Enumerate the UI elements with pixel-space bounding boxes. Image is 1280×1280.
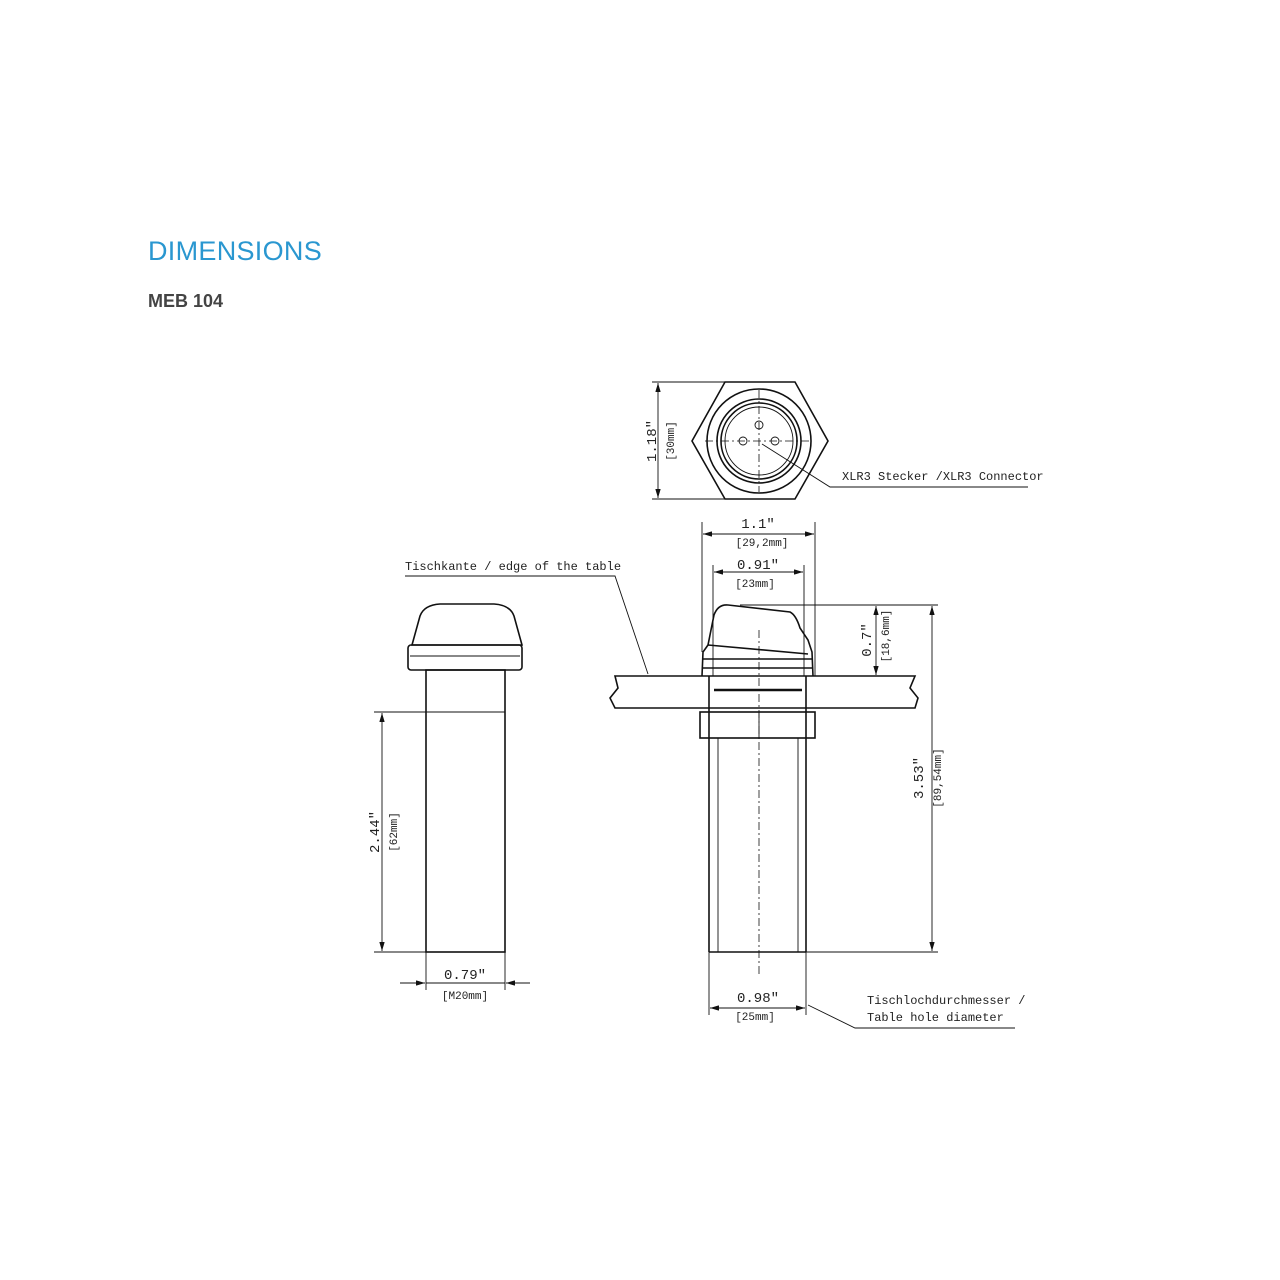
hole-in: 0.98" — [737, 991, 779, 1007]
side-view: 2.44" [62mm] 0.79" [M20mm] — [368, 603, 530, 1003]
top-view: 1.18" [30mm] XLR3 Stecker /XLR3 Connecto… — [645, 381, 1044, 500]
connector-label: XLR3 Stecker /XLR3 Connector — [842, 470, 1044, 484]
top-height-mm: [30mm] — [666, 421, 678, 461]
hole-label-line2: Table hole diameter — [867, 1011, 1004, 1025]
hole-mm: [25mm] — [735, 1012, 775, 1024]
table-edge-label: Tischkante / edge of the table — [405, 560, 621, 574]
inner-width-in: 0.91" — [737, 558, 779, 574]
mounted-view: 1.1" [29,2mm] 0.91" [23mm] 0.7" [18,6mm]… — [405, 517, 1025, 1029]
body-length-in: 2.44" — [368, 811, 384, 853]
thread-in: 0.79" — [444, 968, 486, 984]
total-length-mm: [89,54mm] — [933, 748, 945, 807]
model-name: MEB 104 — [148, 291, 224, 311]
total-length-in: 3.53" — [912, 757, 928, 799]
top-height-in: 1.18" — [645, 420, 661, 462]
body-length-mm: [62mm] — [389, 812, 401, 852]
outer-width-in: 1.1" — [741, 517, 775, 533]
thread-mm: [M20mm] — [442, 991, 488, 1003]
page-title: DIMENSIONS — [148, 236, 323, 266]
above-table-in: 0.7" — [860, 623, 876, 657]
outer-width-mm: [29,2mm] — [736, 538, 789, 550]
inner-width-mm: [23mm] — [735, 579, 775, 591]
above-table-mm: [18,6mm] — [881, 610, 893, 663]
hole-label-line1: Tischlochdurchmesser / — [867, 994, 1025, 1008]
